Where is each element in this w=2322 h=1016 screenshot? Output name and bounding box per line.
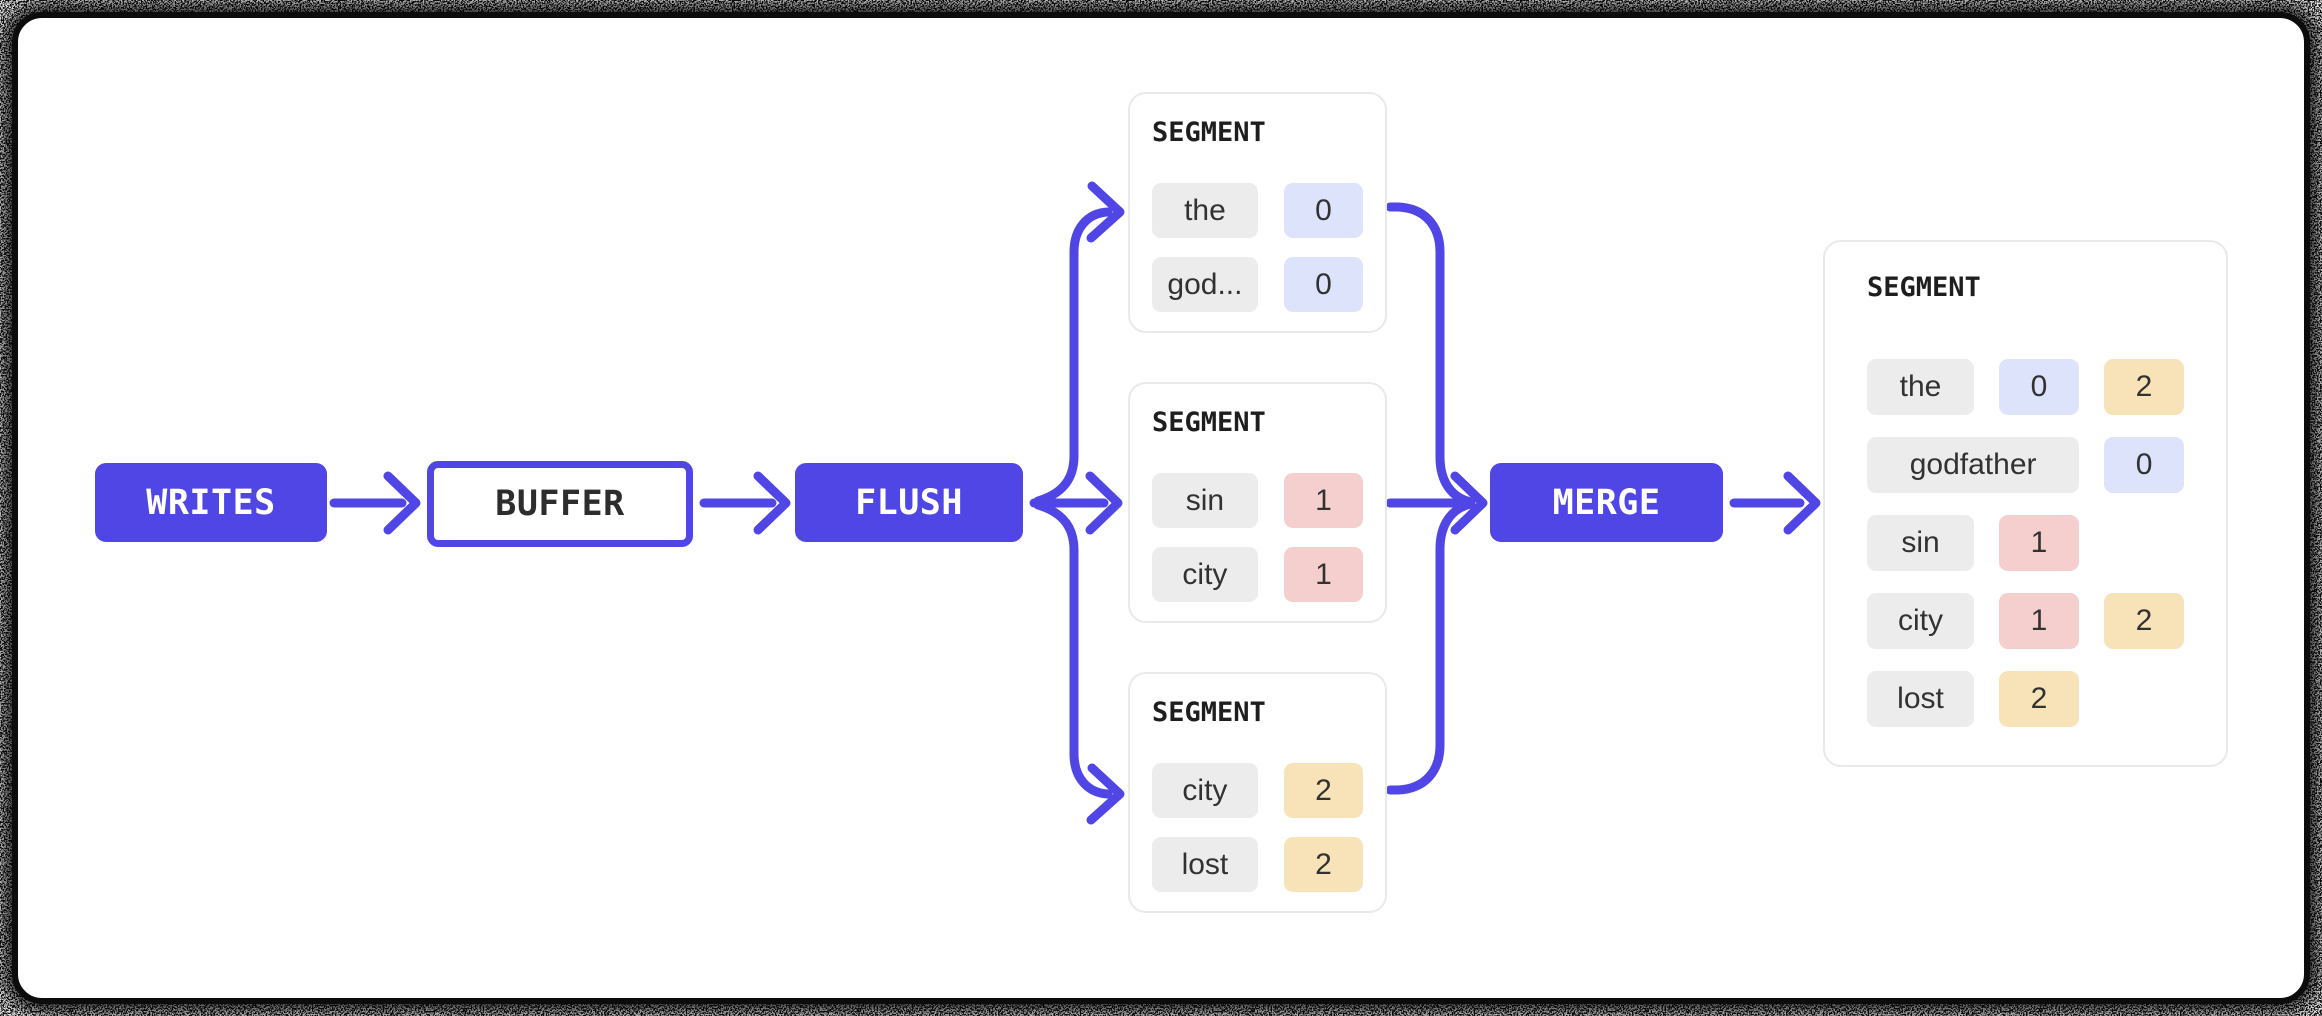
term-chip: sin xyxy=(1867,515,1974,571)
segment-row: city 1 xyxy=(1152,547,1363,602)
segment-row: god... 0 xyxy=(1152,257,1363,312)
segment-row: lost 2 xyxy=(1152,837,1363,892)
segment-row: the 0 2 xyxy=(1867,359,2184,415)
merged-segment-rows: the 0 2 godfather 0 sin 1 city 1 2 lost … xyxy=(1867,359,2184,727)
term-chip: godfather xyxy=(1867,437,2080,493)
segment-card-3-title: SEGMENT xyxy=(1152,697,1266,728)
term-chip: the xyxy=(1152,183,1258,238)
merged-segment-title: SEGMENT xyxy=(1867,272,1981,303)
posting-chip: 1 xyxy=(1999,593,2079,649)
node-writes: WRITES xyxy=(95,463,327,542)
node-flush: FLUSH xyxy=(795,463,1023,542)
term-chip: god... xyxy=(1152,257,1258,312)
term-chip: the xyxy=(1867,359,1974,415)
segment-card-3: SEGMENT city 2 lost 2 xyxy=(1128,672,1387,913)
posting-chip: 2 xyxy=(2104,593,2184,649)
term-chip: city xyxy=(1152,547,1258,602)
segment-card-1: SEGMENT the 0 god... 0 xyxy=(1128,92,1387,333)
segment-card-1-rows: the 0 god... 0 xyxy=(1152,183,1363,312)
posting-chip: 1 xyxy=(1283,547,1363,602)
term-chip: sin xyxy=(1152,473,1258,528)
segment-card-3-rows: city 2 lost 2 xyxy=(1152,763,1363,892)
segment-row: lost 2 xyxy=(1867,671,2184,727)
segment-row: godfather 0 xyxy=(1867,437,2184,493)
term-chip: city xyxy=(1152,763,1258,818)
node-buffer-label: BUFFER xyxy=(495,484,625,524)
segment-card-2: SEGMENT sin 1 city 1 xyxy=(1128,382,1387,623)
node-writes-label: WRITES xyxy=(146,482,276,523)
term-chip: lost xyxy=(1152,837,1258,892)
posting-chip: 0 xyxy=(2104,437,2184,493)
term-chip: lost xyxy=(1867,671,1974,727)
node-merge: MERGE xyxy=(1490,463,1723,542)
merged-segment-card: SEGMENT the 0 2 godfather 0 sin 1 city 1… xyxy=(1823,240,2228,767)
posting-chip: 0 xyxy=(1999,359,2079,415)
posting-chip: 2 xyxy=(1283,837,1363,892)
node-merge-label: MERGE xyxy=(1552,482,1661,523)
node-buffer: BUFFER xyxy=(427,461,693,547)
node-flush-label: FLUSH xyxy=(855,482,963,523)
segment-row: city 2 xyxy=(1152,763,1363,818)
posting-chip: 2 xyxy=(2104,359,2184,415)
posting-chip: 0 xyxy=(1283,257,1363,312)
posting-chip: 1 xyxy=(1283,473,1363,528)
posting-chip: 0 xyxy=(1283,183,1363,238)
segment-row: city 1 2 xyxy=(1867,593,2184,649)
posting-chip: 2 xyxy=(1999,671,2079,727)
segment-card-2-title: SEGMENT xyxy=(1152,407,1266,438)
segment-card-1-title: SEGMENT xyxy=(1152,117,1266,148)
segment-row: sin 1 xyxy=(1152,473,1363,528)
segment-row: the 0 xyxy=(1152,183,1363,238)
segment-row: sin 1 xyxy=(1867,515,2184,571)
posting-chip: 2 xyxy=(1283,763,1363,818)
term-chip: city xyxy=(1867,593,1974,649)
segment-card-2-rows: sin 1 city 1 xyxy=(1152,473,1363,602)
posting-chip: 1 xyxy=(1999,515,2079,571)
